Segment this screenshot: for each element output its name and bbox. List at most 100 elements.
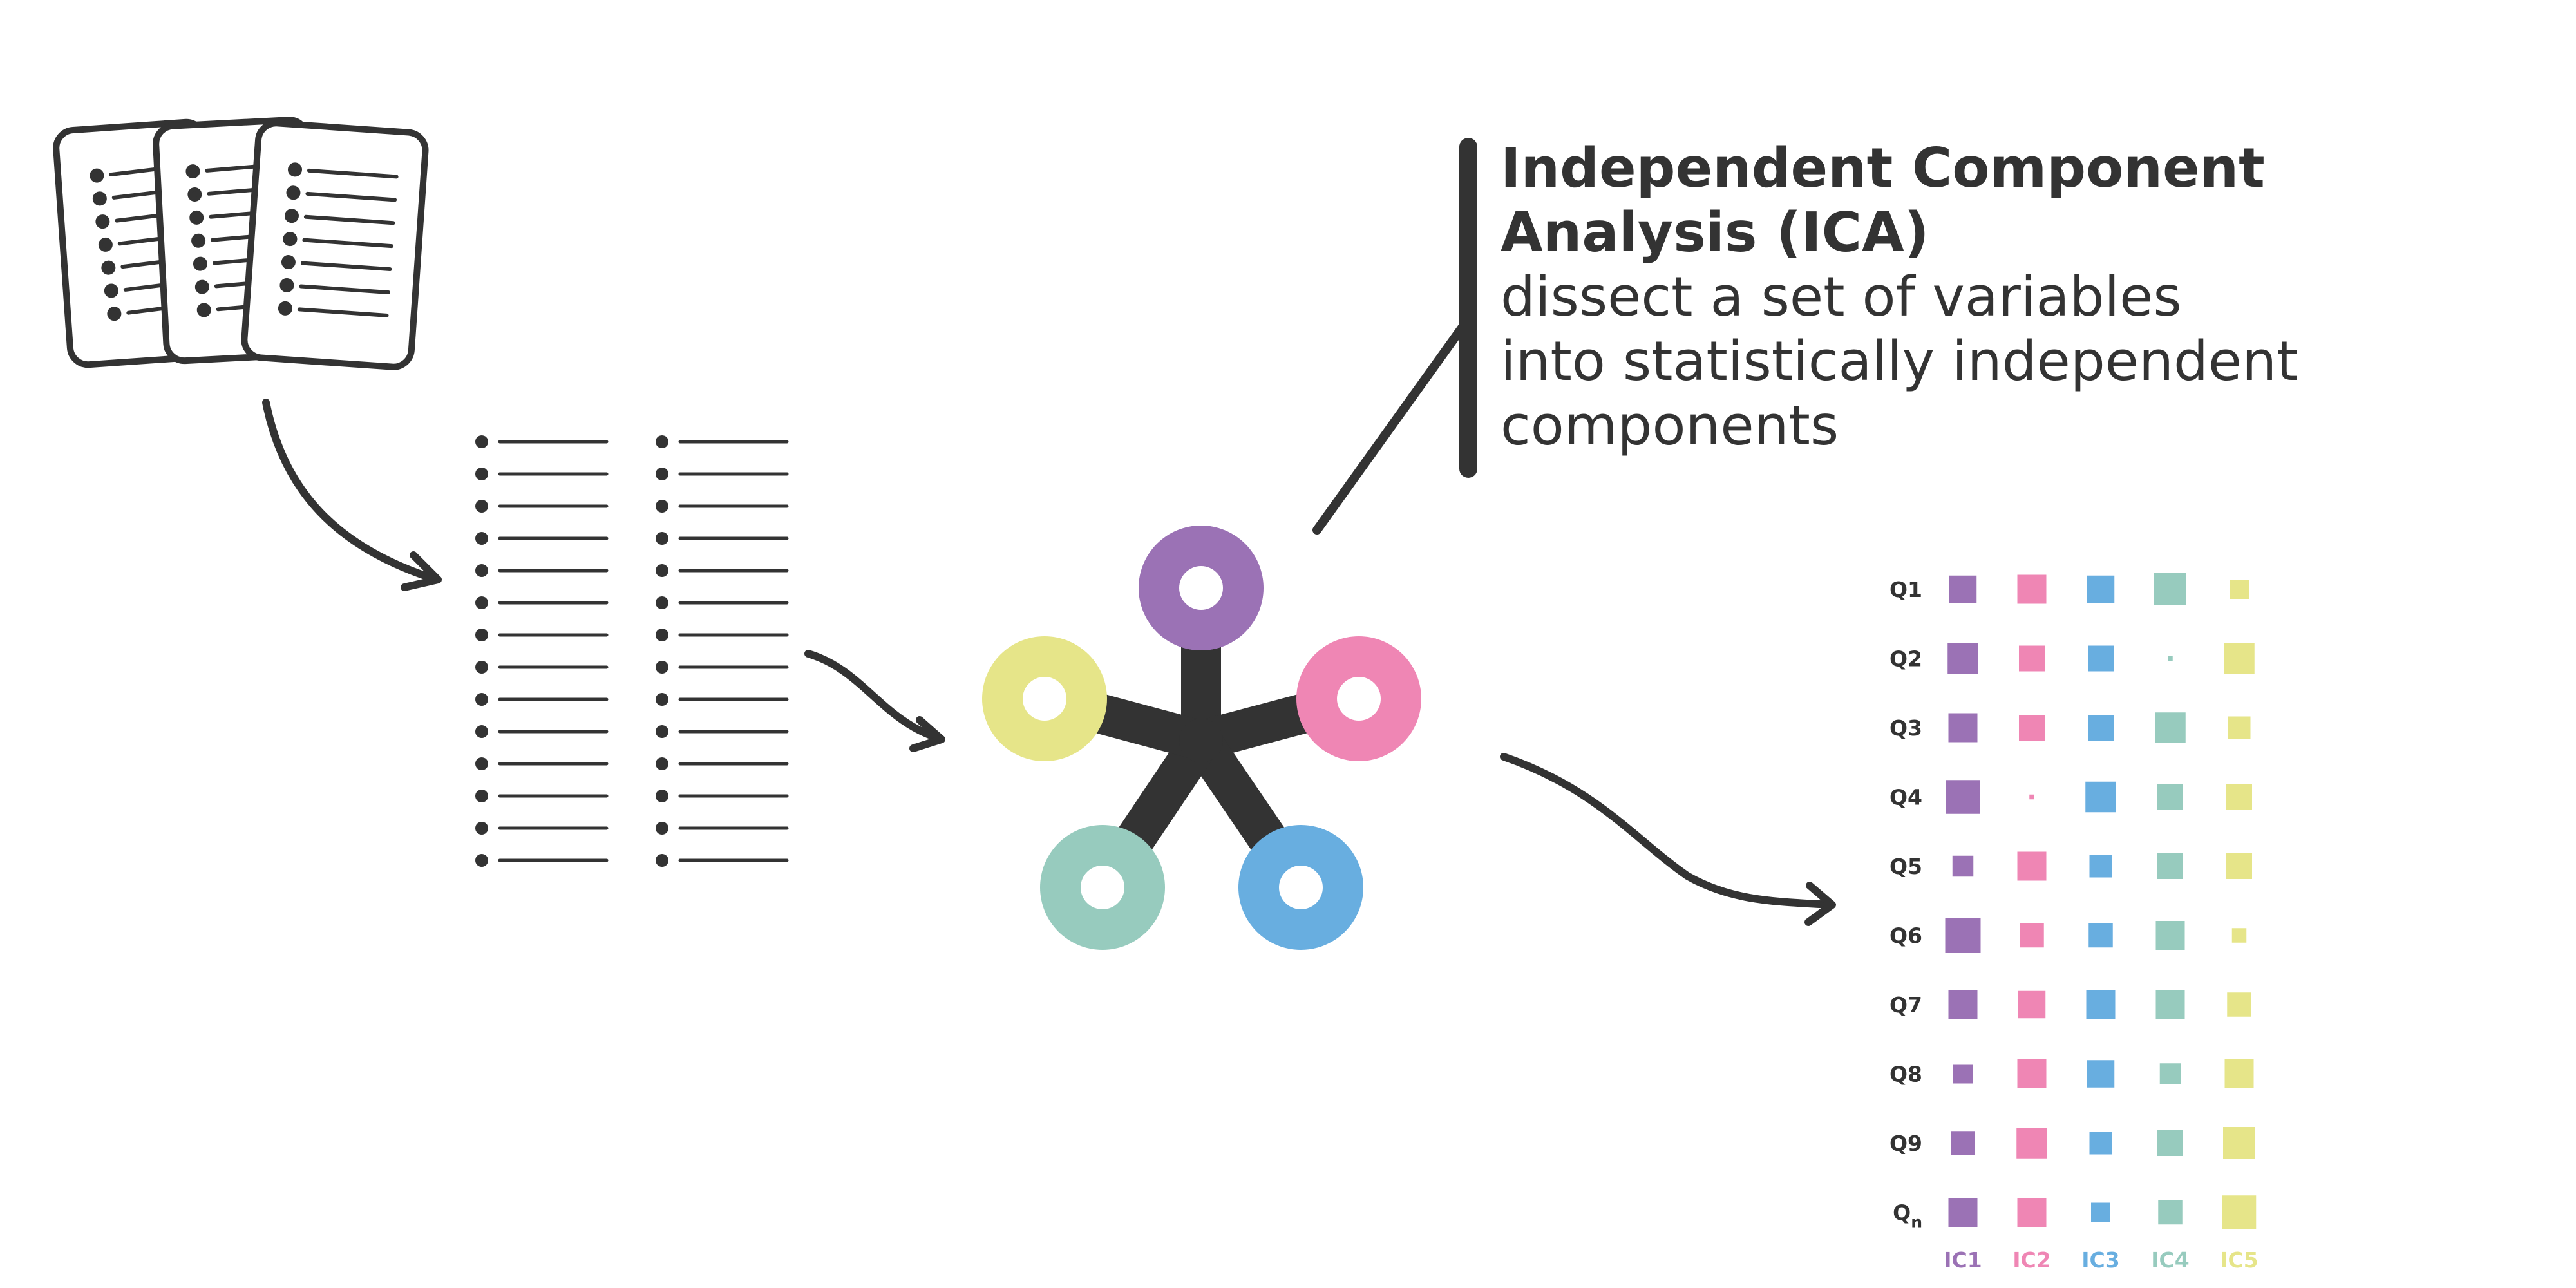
variable-row bbox=[475, 564, 609, 577]
documents-icon bbox=[53, 117, 429, 370]
variable-row bbox=[656, 596, 789, 609]
loading-square bbox=[2087, 1060, 2115, 1088]
left-node-hole bbox=[1023, 677, 1066, 721]
component-label: IC4 bbox=[2151, 1247, 2189, 1273]
loading-square bbox=[2017, 1198, 2047, 1227]
loading-square bbox=[2018, 990, 2046, 1019]
loading-square bbox=[1951, 1131, 1975, 1155]
variable-row bbox=[475, 790, 609, 802]
loading-square bbox=[2154, 573, 2186, 605]
loading-square bbox=[2224, 643, 2255, 674]
loading-square bbox=[2091, 1202, 2110, 1222]
loading-square bbox=[2157, 784, 2183, 810]
component-label: IC3 bbox=[2081, 1247, 2119, 1273]
description-line-3: components bbox=[1501, 394, 1839, 458]
title-line-2: Analysis (ICA) bbox=[1501, 201, 1929, 265]
variable-row bbox=[475, 435, 609, 448]
loading-square bbox=[1947, 643, 1978, 674]
loading-square bbox=[2223, 1127, 2255, 1159]
arrow-documents-to-list bbox=[262, 399, 442, 591]
loading-square bbox=[2088, 645, 2114, 672]
variable-row bbox=[475, 757, 609, 770]
variable-row bbox=[475, 822, 609, 835]
variable-row bbox=[656, 725, 789, 738]
variable-row bbox=[475, 468, 609, 480]
variable-row bbox=[475, 725, 609, 738]
loading-square bbox=[1946, 780, 1980, 814]
variable-row bbox=[475, 500, 609, 513]
variable-row bbox=[656, 564, 789, 577]
loading-square bbox=[2087, 575, 2115, 603]
loading-square bbox=[2157, 1130, 2183, 1156]
arrow-list-to-network bbox=[804, 650, 945, 752]
row-label: Q7 bbox=[1889, 992, 1922, 1018]
row-label: Q6 bbox=[1889, 923, 1922, 949]
variable-row bbox=[475, 661, 609, 674]
document-front bbox=[241, 120, 429, 370]
bottom-right-node-hole bbox=[1279, 866, 1323, 909]
loading-square bbox=[1948, 713, 1978, 743]
loading-square bbox=[2017, 1059, 2047, 1088]
loading-square bbox=[2017, 574, 2047, 604]
row-label: Q8 bbox=[1889, 1062, 1922, 1087]
variable-row bbox=[656, 532, 789, 545]
variable-row bbox=[656, 435, 789, 448]
loading-square bbox=[2231, 928, 2247, 943]
variable-list bbox=[475, 435, 789, 867]
row-label: Q2 bbox=[1889, 647, 1922, 672]
variable-row bbox=[656, 822, 789, 835]
variable-row bbox=[475, 693, 609, 706]
row-label: Q4 bbox=[1889, 785, 1922, 810]
loading-square bbox=[2017, 851, 2047, 881]
title-block: Independent Component Analysis (ICA) dis… bbox=[1501, 137, 2467, 459]
loading-square bbox=[2222, 1195, 2257, 1229]
title-line-1: Independent Component bbox=[1501, 137, 2265, 200]
variable-row bbox=[656, 468, 789, 480]
variable-row bbox=[475, 854, 609, 867]
row-label: Q5 bbox=[1889, 854, 1922, 879]
loading-square bbox=[2088, 715, 2114, 741]
title-pointer bbox=[1312, 138, 1477, 535]
variable-row bbox=[656, 854, 789, 867]
right-node-hole bbox=[1337, 677, 1381, 721]
description-line-1: dissect a set of variables bbox=[1501, 265, 2182, 329]
network-hub bbox=[1179, 719, 1223, 762]
component-label: IC2 bbox=[2012, 1247, 2050, 1273]
loading-square bbox=[2085, 781, 2116, 813]
loading-square bbox=[2227, 992, 2251, 1017]
bottom-left-node-hole bbox=[1081, 866, 1124, 909]
loading-square bbox=[2159, 1063, 2181, 1084]
row-label: Q1 bbox=[1889, 577, 1922, 602]
variable-row bbox=[656, 661, 789, 674]
component-label: IC5 bbox=[2220, 1247, 2258, 1273]
top-node-hole bbox=[1179, 566, 1223, 610]
variable-row bbox=[656, 693, 789, 706]
variable-row bbox=[656, 757, 789, 770]
loading-square bbox=[1948, 990, 1978, 1019]
variable-row bbox=[656, 790, 789, 802]
loading-square bbox=[1945, 918, 1981, 953]
row-label: Qn bbox=[1893, 1200, 1922, 1232]
variable-row bbox=[475, 596, 609, 609]
loading-square bbox=[2088, 923, 2113, 948]
variable-row bbox=[475, 629, 609, 641]
loading-square bbox=[1952, 855, 1974, 877]
loading-square bbox=[2224, 1059, 2254, 1088]
loading-square bbox=[2019, 715, 2045, 741]
loading-square bbox=[2029, 794, 2034, 800]
row-label: Q3 bbox=[1889, 715, 1922, 741]
loading-square bbox=[2089, 855, 2112, 878]
component-network bbox=[982, 526, 1421, 950]
loading-square bbox=[2155, 921, 2185, 950]
row-label: Q9 bbox=[1889, 1131, 1922, 1156]
variable-row bbox=[656, 500, 789, 513]
loading-square bbox=[2089, 1132, 2112, 1155]
loading-square bbox=[2086, 990, 2116, 1019]
loading-square bbox=[2019, 645, 2045, 672]
loading-square bbox=[2226, 853, 2252, 879]
loading-square bbox=[2020, 923, 2044, 948]
loading-square bbox=[2228, 716, 2251, 739]
loading-square bbox=[2158, 1200, 2183, 1225]
loading-square bbox=[1949, 575, 1977, 603]
